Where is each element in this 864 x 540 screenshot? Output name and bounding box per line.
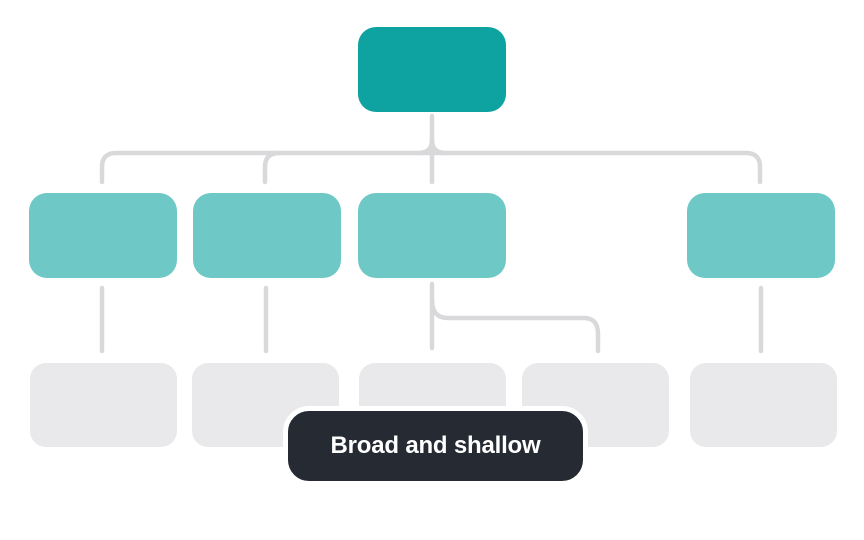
child-node-2 bbox=[193, 193, 341, 278]
leaf-node-5 bbox=[690, 363, 837, 447]
caption-badge: Broad and shallow bbox=[283, 406, 588, 486]
child-node-1 bbox=[29, 193, 177, 278]
child-node-3 bbox=[358, 193, 506, 278]
root-node bbox=[358, 27, 506, 112]
connector-fillet-right bbox=[429, 137, 449, 156]
connector-children-bus bbox=[99, 150, 763, 185]
child-node-4 bbox=[687, 193, 835, 278]
connector-branch-child2 bbox=[262, 150, 282, 185]
connector-child3-leaf4 bbox=[429, 297, 601, 354]
leaf-node-1 bbox=[30, 363, 177, 447]
caption-text: Broad and shallow bbox=[330, 432, 541, 459]
